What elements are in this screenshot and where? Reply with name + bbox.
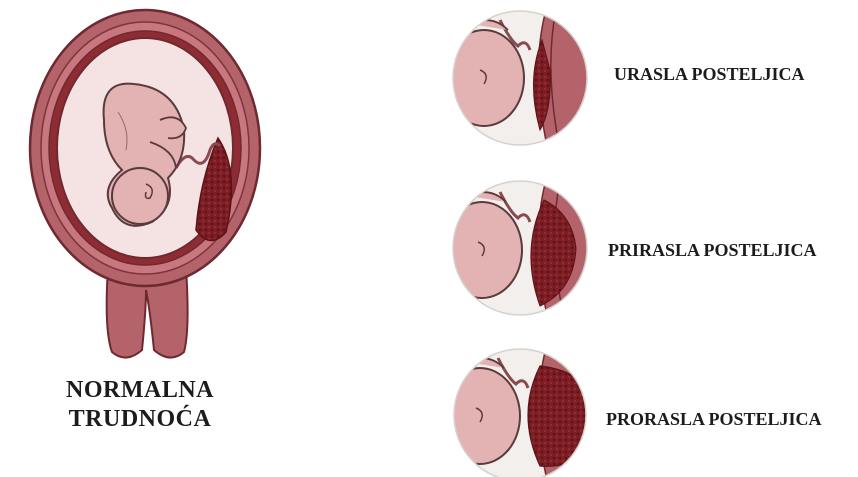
increta-label: PRIRASLA POSTELJICA — [608, 240, 817, 261]
accreta-illustration — [444, 10, 600, 150]
normal-pregnancy-caption: NORMALNA TRUDNOĆA — [40, 376, 240, 434]
caption-line-2: TRUDNOĆA — [40, 405, 240, 434]
percreta-illustration — [440, 348, 600, 477]
percreta-label: PRORASLA POSTELJICA — [606, 409, 822, 430]
increta-illustration — [442, 180, 600, 320]
normal-pregnancy-illustration — [30, 10, 260, 358]
fetus-head — [112, 168, 168, 224]
accreta-label: URASLA POSTELJICA — [614, 64, 805, 85]
caption-line-1: NORMALNA — [40, 376, 240, 405]
